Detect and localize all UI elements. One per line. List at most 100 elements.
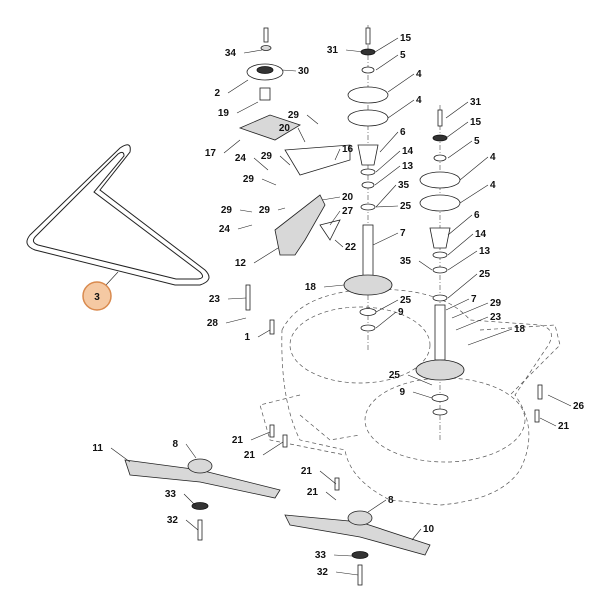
leader-line: [335, 571, 359, 576]
leader-line: [372, 232, 399, 246]
leader-line: [297, 127, 306, 143]
left-spindle-assembly: [343, 25, 393, 350]
callout-30: 30: [298, 66, 310, 77]
callout-19: 19: [218, 108, 230, 119]
callout-7: 7: [400, 228, 406, 239]
leader-line: [375, 54, 399, 71]
callout-33: 33: [315, 550, 327, 561]
callout-4: 4: [490, 152, 496, 163]
leader-line: [447, 140, 473, 159]
callout-32: 32: [317, 567, 329, 578]
leader-line: [547, 394, 572, 407]
callout-29: 29: [259, 205, 271, 216]
leader-line: [375, 150, 401, 173]
leader-line: [185, 519, 199, 531]
callout-23: 23: [490, 312, 502, 323]
leader-line: [261, 178, 277, 186]
leader-line: [375, 299, 399, 313]
callout-21: 21: [232, 435, 244, 446]
callout-23: 23: [209, 294, 221, 305]
callout-22: 22: [345, 242, 357, 253]
leader-line: [334, 239, 344, 248]
leader-line: [407, 374, 433, 386]
callout-4: 4: [416, 69, 422, 80]
callout-14: 14: [402, 146, 414, 157]
leader-line: [279, 155, 291, 166]
callout-3-label: 3: [94, 292, 100, 303]
leader-line: [325, 491, 337, 501]
callout-27: 27: [342, 206, 354, 217]
callout-5: 5: [400, 50, 406, 61]
callout-16: 16: [342, 144, 354, 155]
leader-line: [223, 139, 241, 154]
callout-13: 13: [479, 246, 491, 257]
leader-line: [375, 205, 399, 208]
leader-line: [387, 73, 415, 93]
leader-line: [239, 209, 253, 213]
leader-line: [329, 210, 341, 226]
callout-31: 31: [327, 45, 339, 56]
leader-line: [262, 441, 284, 456]
callout-34: 34: [225, 48, 237, 59]
callout-2: 2: [214, 88, 220, 99]
callout-29: 29: [243, 174, 255, 185]
leader-line: [447, 250, 478, 271]
leader-line: [374, 37, 399, 53]
leader-line: [227, 79, 249, 94]
tensioner-arm: [274, 194, 341, 256]
leader-line: [379, 131, 399, 153]
callout-8: 8: [388, 495, 394, 506]
callout-18: 18: [305, 282, 317, 293]
callout-8: 8: [172, 439, 178, 450]
leader-line: [227, 297, 247, 300]
leader-line: [539, 417, 557, 427]
callout-15: 15: [400, 33, 412, 44]
callout-25: 25: [389, 370, 401, 381]
leader-line: [236, 101, 259, 114]
leader-line: [418, 260, 433, 271]
bolts: [245, 284, 543, 491]
leader-line: [319, 470, 337, 485]
leader-line: [387, 99, 415, 119]
leader-line: [257, 329, 271, 338]
callout-4: 4: [416, 95, 422, 106]
callout-29: 29: [288, 110, 300, 121]
callout-21: 21: [558, 421, 570, 432]
callout-17: 17: [205, 148, 217, 159]
leader-line: [225, 317, 247, 324]
highlighted-callout-3[interactable]: 3: [82, 271, 119, 311]
callout-35: 35: [400, 256, 412, 267]
callout-28: 28: [207, 318, 219, 329]
leader-line: [445, 101, 469, 119]
leader-line: [375, 311, 397, 329]
callout-18: 18: [514, 324, 526, 335]
leader-line: [367, 499, 387, 513]
leader-line: [459, 156, 489, 181]
leader-line: [321, 196, 341, 201]
callout-9: 9: [398, 307, 404, 318]
callout-6: 6: [400, 127, 406, 138]
callout-24: 24: [219, 224, 231, 235]
callout-13: 13: [402, 161, 414, 172]
leader-line: [345, 49, 365, 53]
callout-11: 11: [92, 443, 103, 454]
leader-line: [110, 447, 131, 463]
callout-25: 25: [400, 295, 412, 306]
callout-25: 25: [400, 201, 412, 212]
callout-9: 9: [399, 387, 405, 398]
callout-29: 29: [221, 205, 233, 216]
leader-line: [183, 493, 197, 507]
leader-line: [447, 233, 474, 256]
leader-line: [237, 224, 253, 230]
leader-line: [281, 69, 297, 72]
leader-line: [459, 184, 489, 204]
right-blade: [284, 510, 431, 586]
callout-21: 21: [307, 487, 319, 498]
callout-26: 26: [573, 401, 585, 412]
leader-line: [447, 214, 473, 236]
leader-line: [447, 273, 478, 299]
leader-line: [445, 121, 469, 139]
callout-21: 21: [244, 450, 256, 461]
callout-14: 14: [475, 229, 487, 240]
callout-32: 32: [167, 515, 179, 526]
